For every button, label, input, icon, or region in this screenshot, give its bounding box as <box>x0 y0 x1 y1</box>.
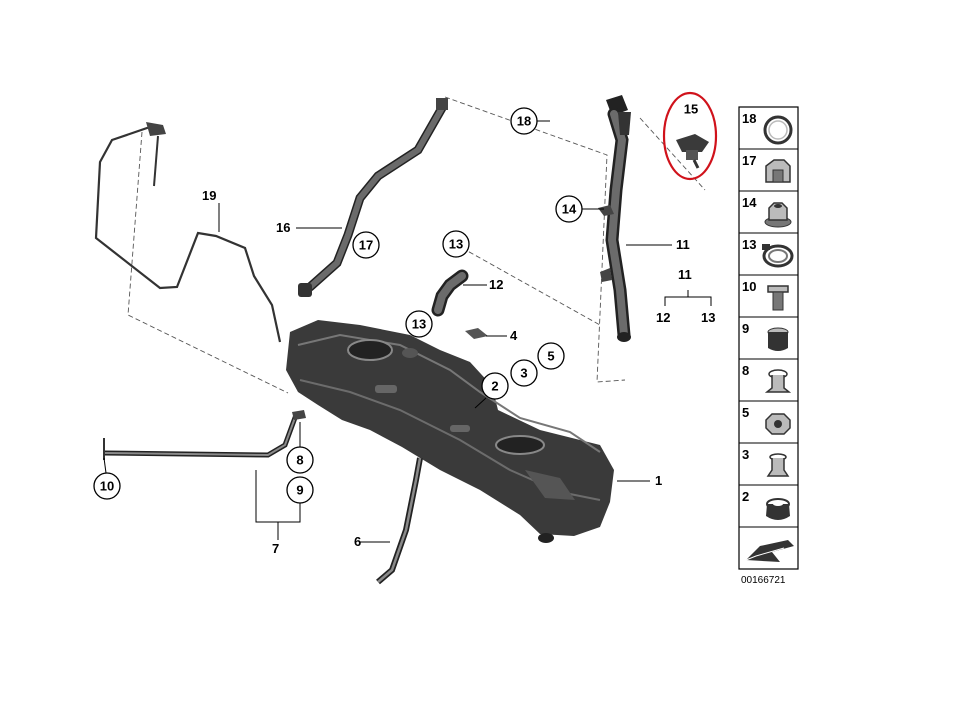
tank-strap-6 <box>376 457 423 585</box>
callout-2[interactable]: 2 <box>481 372 509 400</box>
callout-number: 18 <box>517 114 531 129</box>
parts-list-number: 3 <box>742 447 749 462</box>
hose-elbow-12 <box>431 269 469 317</box>
callout-number: 13 <box>412 317 426 332</box>
callout-circle <box>537 342 565 370</box>
callout-8[interactable]: 8 <box>286 446 314 474</box>
callout-number: 17 <box>359 238 373 253</box>
callout-circle <box>93 472 121 500</box>
part-label-12[interactable]: 12 <box>656 310 670 325</box>
callout-number: 15 <box>684 102 698 117</box>
callout-circle <box>510 359 538 387</box>
callout-number: 2 <box>491 379 498 394</box>
document-id: 00166721 <box>741 575 786 586</box>
parts-list-row-18[interactable]: 18 <box>742 111 793 145</box>
part-label-11[interactable]: 11 <box>676 237 690 252</box>
parts-list-row-2[interactable]: 2 <box>739 484 798 520</box>
part-label-19[interactable]: 19 <box>202 188 216 203</box>
highlight-ring[interactable] <box>662 91 718 181</box>
parts-list-row-8[interactable]: 8 <box>739 358 798 393</box>
spacer-sleeve-icon <box>764 369 792 393</box>
callout-circle <box>405 310 433 338</box>
part-label-11[interactable]: 11 <box>678 267 692 282</box>
part-label-4[interactable]: 4 <box>510 328 518 343</box>
pad-4 <box>465 328 488 339</box>
parts-list-row-9[interactable]: 9 <box>739 316 798 351</box>
callout-15[interactable]: 15 <box>684 102 698 117</box>
parts-list-row-13[interactable]: 13 <box>739 232 798 268</box>
parts-list-row-17[interactable]: 17 <box>739 148 798 183</box>
parts-list-number: 14 <box>742 195 757 210</box>
parts-list-number: 2 <box>742 489 749 504</box>
callout-number: 3 <box>520 366 527 381</box>
bolt-icon <box>767 285 789 311</box>
callout-5[interactable]: 5 <box>537 342 565 370</box>
callout-circle <box>481 372 509 400</box>
parts-list-number: 8 <box>742 363 749 378</box>
callout-circle <box>442 230 470 258</box>
callout-circle <box>555 195 583 223</box>
parts-list-number: 9 <box>742 321 749 336</box>
tank-strap-7 <box>103 410 306 460</box>
parts-list-number: 10 <box>742 279 756 294</box>
parts-list-row-3[interactable]: 3 <box>739 442 798 477</box>
parts-list-number: 5 <box>742 405 749 420</box>
parts-list-row-direction[interactable] <box>739 526 798 562</box>
callout-13[interactable]: 13 <box>442 230 470 258</box>
callout-circle <box>352 231 380 259</box>
callout-number: 10 <box>100 479 114 494</box>
parts-list-number: 13 <box>742 237 756 252</box>
callout-9[interactable]: 9 <box>286 476 314 504</box>
parts-list-row-10[interactable]: 10 <box>739 274 798 311</box>
part-label-12[interactable]: 12 <box>489 277 503 292</box>
part-label-6[interactable]: 6 <box>354 534 361 549</box>
callout-18[interactable]: 18 <box>510 107 538 135</box>
part-label-1[interactable]: 1 <box>655 473 662 488</box>
seal-ring-icon <box>763 115 793 145</box>
callout-3[interactable]: 3 <box>510 359 538 387</box>
hose-clamp-icon <box>762 244 794 268</box>
filler-neck-11 <box>598 95 631 342</box>
direction-arrow-icon <box>745 540 794 562</box>
bushing-icon <box>766 453 790 477</box>
rubber-mount-icon <box>767 327 789 351</box>
parts-list-row-14[interactable]: 14 <box>739 190 798 228</box>
leader-lines <box>103 120 712 543</box>
callout-number: 14 <box>562 202 577 217</box>
fuel-tank-1 <box>286 320 614 543</box>
callout-circle <box>286 446 314 474</box>
fuel-line-19 <box>94 122 282 343</box>
callout-circle <box>286 476 314 504</box>
part-label-16[interactable]: 16 <box>276 220 290 235</box>
part-label-7[interactable]: 7 <box>272 541 279 556</box>
clip-icon <box>765 159 791 183</box>
grommet-icon <box>766 498 790 520</box>
callout-14[interactable]: 14 <box>555 195 583 223</box>
callout-circle <box>510 107 538 135</box>
vent-valve-15 <box>676 134 709 169</box>
callout-number: 8 <box>296 453 303 468</box>
callout-number: 13 <box>449 237 463 252</box>
hex-nut-icon <box>765 413 791 435</box>
collar-nut-icon <box>764 202 792 228</box>
parts-list: 18 17 14 13 10 9 8 5 3 2 <box>738 106 799 570</box>
callout-10[interactable]: 10 <box>93 472 121 500</box>
callout-13[interactable]: 13 <box>405 310 433 338</box>
callout-number: 9 <box>296 483 303 498</box>
vent-hose-16 <box>298 98 448 297</box>
part-label-13[interactable]: 13 <box>701 310 715 325</box>
callout-number: 5 <box>547 349 554 364</box>
parts-list-number: 17 <box>742 153 756 168</box>
callout-17[interactable]: 17 <box>352 231 380 259</box>
parts-list-number: 18 <box>742 111 756 126</box>
parts-list-row-5[interactable]: 5 <box>739 400 798 435</box>
